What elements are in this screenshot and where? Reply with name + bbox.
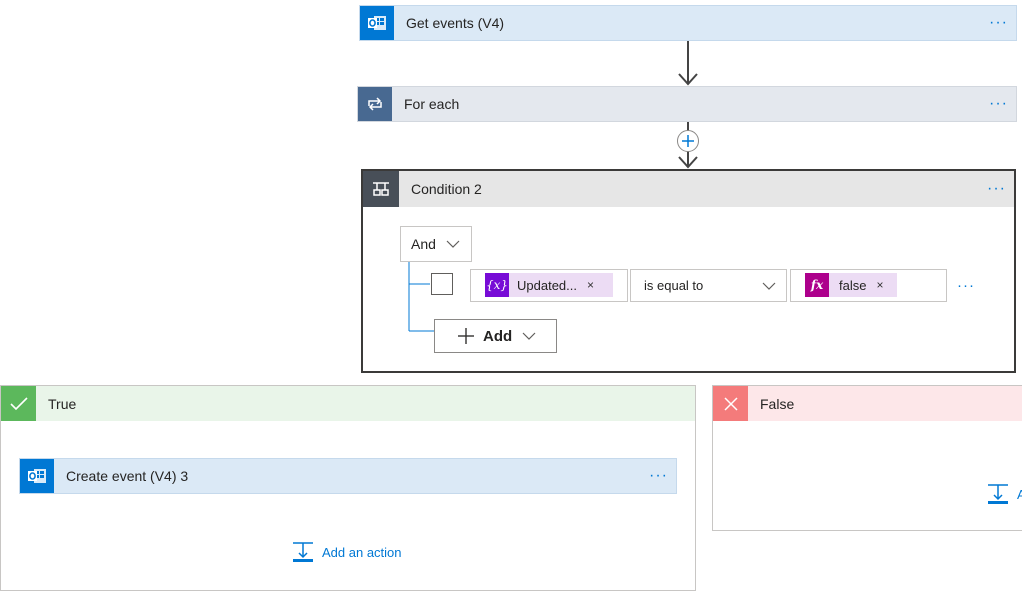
add-action-button[interactable]: A (987, 483, 1022, 505)
for-each-card[interactable]: For each ··· (357, 86, 1017, 122)
more-options-icon[interactable]: ··· (649, 467, 668, 484)
loop-icon (358, 87, 392, 121)
condition-card: Condition 2 ··· And {x} Updated... × is … (361, 169, 1016, 373)
operator-value: is equal to (644, 278, 704, 293)
add-action-label: Add an action (322, 544, 402, 560)
create-event-card[interactable]: Create event (V4) 3 ··· (19, 458, 677, 494)
dynamic-content-token[interactable]: {x} Updated... × (485, 273, 613, 297)
get-events-title: Get events (V4) (406, 15, 505, 31)
token-label: false (839, 277, 867, 293)
condition-icon (363, 171, 399, 207)
more-options-icon[interactable]: ··· (987, 180, 1006, 197)
token-label: Updated... (517, 277, 577, 293)
true-branch-title: True (48, 395, 77, 412)
more-options-icon[interactable]: ··· (989, 14, 1008, 31)
add-action-icon (988, 484, 1008, 504)
operator-dropdown[interactable]: is equal to (630, 269, 787, 302)
row-more-options-icon[interactable]: ··· (957, 277, 975, 294)
group-operator-value: And (411, 236, 436, 252)
left-operand-field[interactable]: {x} Updated... × (470, 269, 628, 302)
tree-connector (408, 262, 434, 332)
get-events-card[interactable]: Get events (V4) ··· (359, 5, 1017, 41)
remove-token-icon[interactable]: × (587, 278, 595, 292)
condition-title: Condition 2 (411, 181, 482, 197)
group-operator-dropdown[interactable]: And (400, 226, 472, 262)
checkmark-icon (1, 386, 36, 421)
true-branch-header[interactable]: True (1, 386, 695, 421)
add-action-icon (293, 542, 313, 562)
expression-token[interactable]: fx false × (805, 273, 897, 297)
plus-circle-icon (682, 135, 694, 147)
chevron-down-icon (762, 282, 776, 290)
add-row-button[interactable]: Add (434, 319, 557, 353)
chevron-down-icon (446, 240, 460, 248)
plus-icon (458, 328, 474, 344)
add-action-button[interactable]: Add an action (292, 541, 402, 563)
variable-icon: {x} (485, 273, 509, 297)
add-row-label: Add (483, 327, 513, 345)
add-action-label: A (1017, 486, 1022, 502)
function-icon: fx (805, 273, 829, 297)
false-branch: False A (712, 385, 1022, 531)
false-branch-title: False (760, 395, 795, 412)
outlook-icon (20, 459, 54, 493)
true-branch: True Create event (V4) 3 ··· Add an acti… (0, 385, 696, 591)
close-icon (713, 386, 748, 421)
create-event-title: Create event (V4) 3 (66, 468, 189, 484)
row-select-checkbox[interactable] (431, 273, 453, 295)
outlook-icon (360, 6, 394, 40)
connector-arrow (678, 41, 698, 86)
insert-step-button[interactable] (677, 130, 699, 152)
false-branch-header[interactable]: False (713, 386, 1022, 421)
right-operand-field[interactable]: fx false × (790, 269, 947, 302)
for-each-title: For each (404, 96, 460, 112)
condition-header[interactable]: Condition 2 ··· (363, 171, 1014, 207)
more-options-icon[interactable]: ··· (989, 95, 1008, 112)
chevron-down-icon (522, 332, 536, 340)
remove-token-icon[interactable]: × (876, 278, 884, 292)
